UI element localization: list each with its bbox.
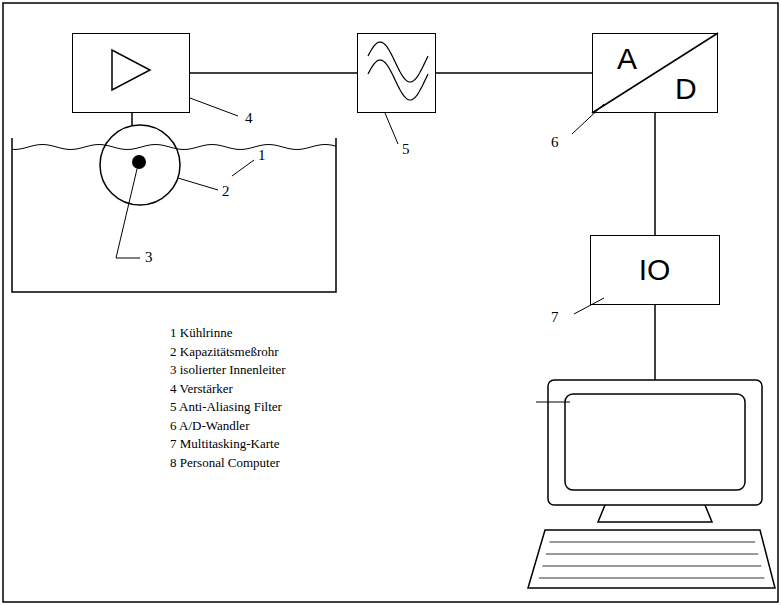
amplifier-symbol <box>112 50 150 90</box>
filter-box: 5 <box>357 33 436 113</box>
converter-diagonal <box>592 33 718 113</box>
inner-conductor <box>132 155 146 169</box>
keyboard <box>528 530 775 588</box>
callout-number: 2 <box>222 184 230 199</box>
leader-line <box>190 98 238 116</box>
monitor-stand <box>598 505 712 522</box>
signal-wire <box>131 113 133 125</box>
amplifier-box: 4 <box>72 33 190 113</box>
io-card-box: IO7 <box>590 235 720 305</box>
leader-line <box>385 113 398 144</box>
key-row <box>549 542 755 543</box>
box-label: IO <box>639 255 671 285</box>
key-row <box>539 578 764 579</box>
callout-number: 3 <box>145 250 153 265</box>
legend-entry: 1 Kühlrinne <box>170 326 232 339</box>
signal-wire <box>190 72 357 74</box>
legend-entry: 2 Kapazitätsmeßrohr <box>170 345 279 358</box>
signal-wire <box>654 305 656 380</box>
legend-entry: 7 Multitasking-Karte <box>170 437 279 450</box>
box-label: A <box>617 44 637 74</box>
key-row <box>546 554 758 555</box>
filter-symbol <box>368 42 428 82</box>
monitor <box>548 380 762 505</box>
cooling-trough <box>12 138 336 292</box>
converter-box: AD6 <box>592 33 718 113</box>
signal-wire <box>436 72 592 74</box>
legend-entry: 5 Anti-Aliasing Filter <box>170 400 282 413</box>
legend-entry: 4 Verstärker <box>170 382 233 395</box>
leader-line <box>116 169 140 258</box>
measuring-tube <box>100 125 180 205</box>
callout-number: 4 <box>245 111 253 126</box>
filter-symbol <box>368 60 428 100</box>
callout-number: 6 <box>551 135 559 150</box>
leader-line <box>232 160 254 176</box>
callout-number: 5 <box>402 142 410 157</box>
leader-line <box>572 104 604 134</box>
legend-entry: 3 isolierter Innenleiter <box>170 363 286 376</box>
leader-line <box>574 298 604 314</box>
frame <box>3 3 778 602</box>
callout-number: 7 <box>551 310 559 325</box>
legend-entry: 6 A/D-Wandler <box>170 419 249 432</box>
signal-wire <box>654 113 656 235</box>
box-label: D <box>675 74 697 104</box>
legend-entry: 8 Personal Computer <box>170 456 280 469</box>
keyboard-keys <box>539 542 764 578</box>
callout-number: 1 <box>258 148 266 163</box>
monitor-screen <box>565 394 745 490</box>
leader-line <box>178 178 218 190</box>
key-row <box>542 566 761 567</box>
